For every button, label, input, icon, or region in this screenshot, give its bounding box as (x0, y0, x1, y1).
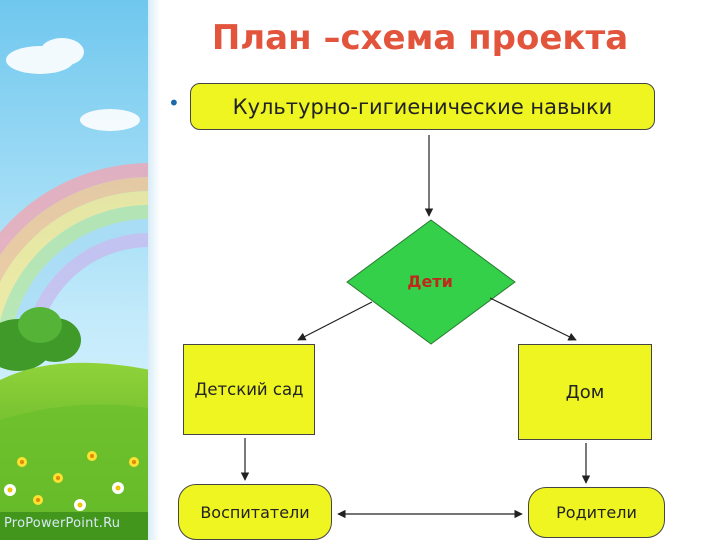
home-node: Дом (518, 344, 652, 440)
arrow-center-to-right (489, 297, 577, 341)
teachers-node: Воспитатели (178, 484, 332, 540)
page-title: План –схема проекта (211, 18, 629, 58)
watermark-text: ProPowerPoint.Ru (4, 516, 121, 531)
center-node-label: Дети (407, 272, 453, 291)
bullet-dot-icon: • (168, 91, 180, 115)
topic-box: Культурно-гигиенические навыки (190, 83, 655, 130)
decorative-side-panel: ProPowerPoint.Ru (0, 0, 160, 540)
parents-node: Родители (528, 487, 665, 538)
rainbow-meadow-illustration (0, 0, 160, 540)
arrow-center-to-left (297, 301, 373, 341)
center-diamond-shape (346, 219, 516, 345)
kindergarten-node: Детский сад (183, 344, 315, 435)
